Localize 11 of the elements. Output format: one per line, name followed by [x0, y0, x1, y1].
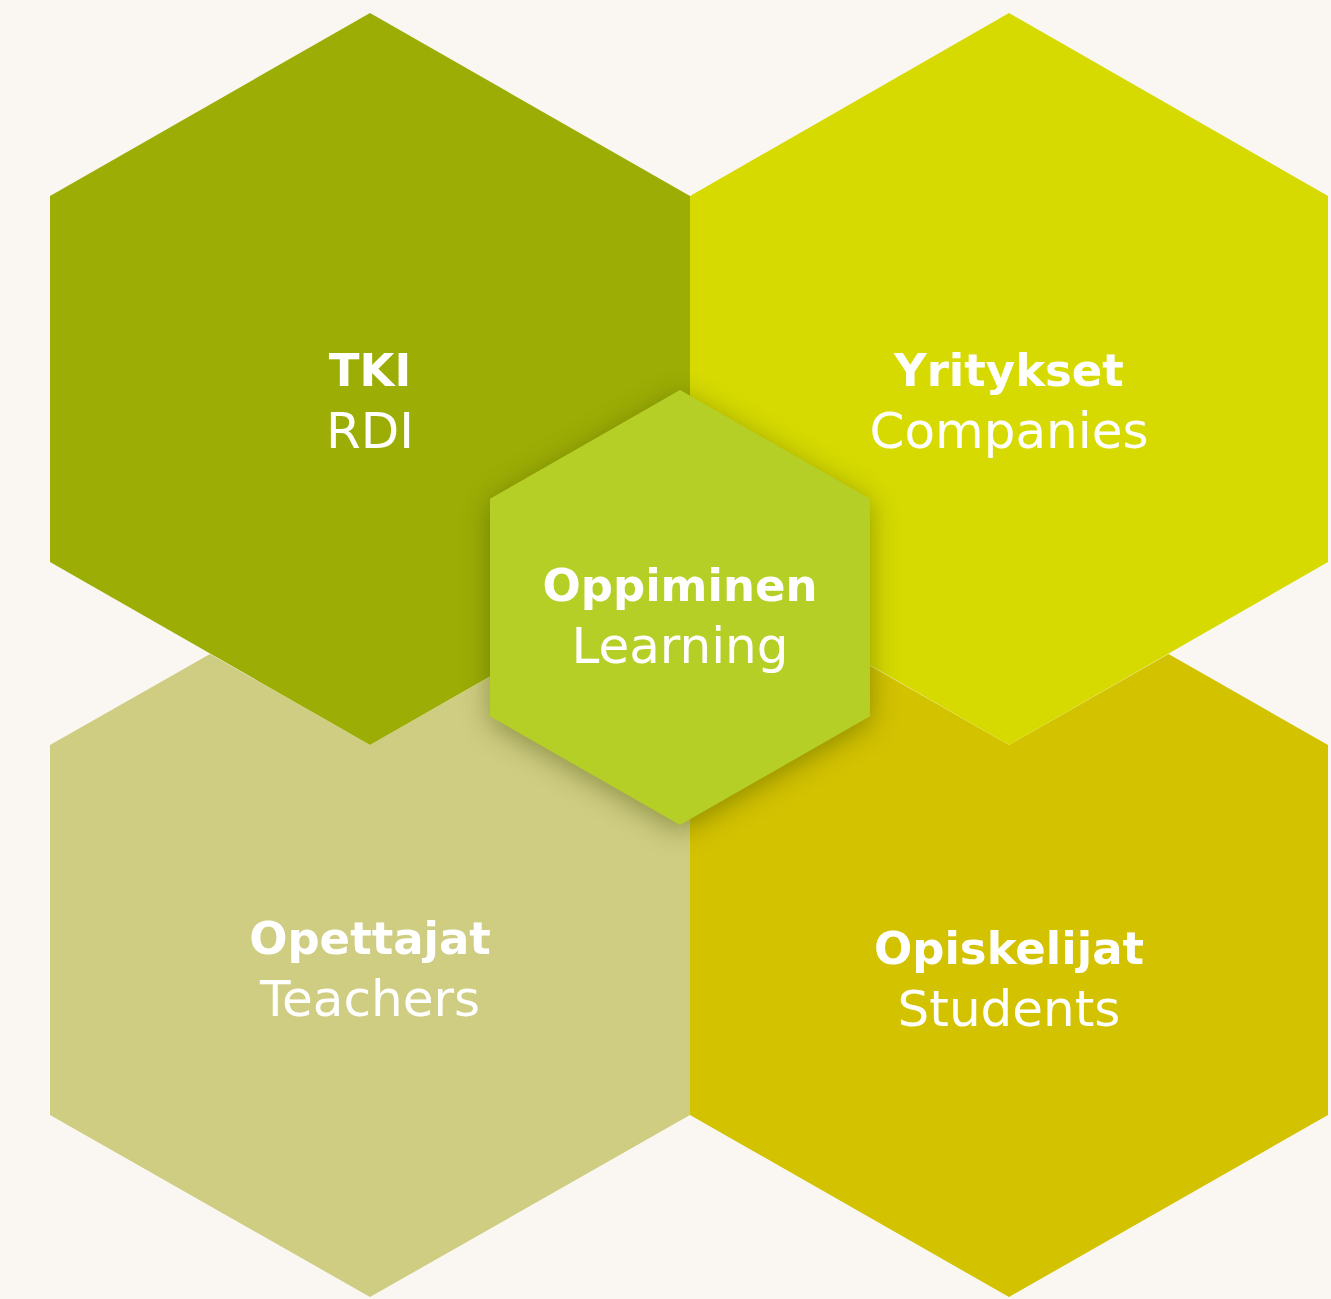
hexagon-subtitle: Companies — [869, 401, 1149, 461]
hexagon-subtitle: Learning — [571, 616, 789, 676]
hexagon-title: TKI — [328, 343, 412, 399]
hexagon-title: Opiskelijat — [873, 921, 1145, 977]
hexagon-subtitle: Students — [897, 979, 1121, 1039]
hexagon-title: Opettajat — [249, 911, 491, 967]
hexagon-title: Yritykset — [894, 343, 1124, 399]
hexagon-subtitle: RDI — [326, 401, 414, 461]
hexagon — [490, 390, 870, 825]
hexagon-subtitle: Teachers — [260, 969, 480, 1029]
hexagon-title: Oppiminen — [542, 558, 818, 614]
